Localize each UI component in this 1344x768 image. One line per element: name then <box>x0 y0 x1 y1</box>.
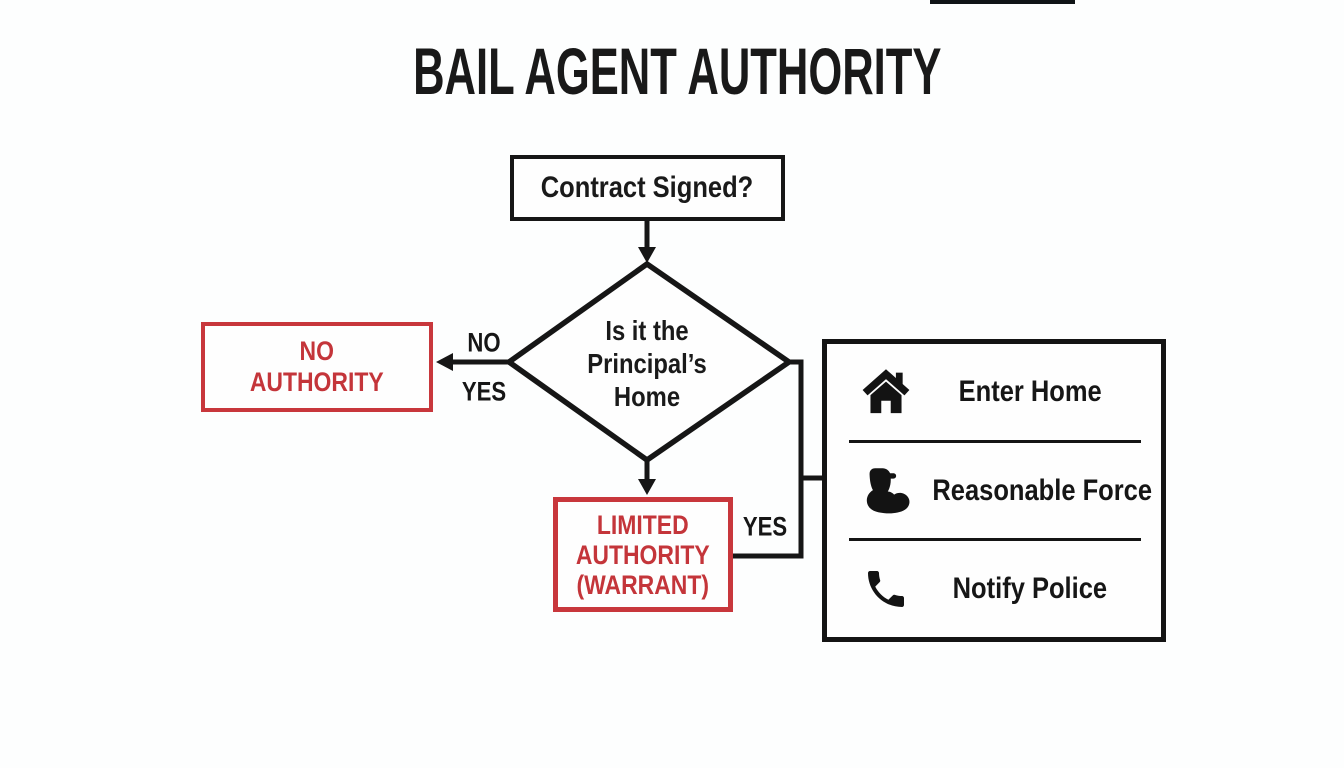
page-title: BAIL AGENT AUTHORITY <box>0 36 1344 106</box>
node-no-authority: NO AUTHORITY <box>201 322 433 412</box>
edge-yes-connector <box>733 359 804 559</box>
arrowhead-down-2 <box>638 479 656 495</box>
panel-label-enter-home: Enter Home <box>958 374 1102 408</box>
decision-line-3: Home <box>613 381 681 412</box>
home-icon <box>859 365 913 419</box>
page-title-text: BAIL AGENT AUTHORITY <box>412 34 942 108</box>
edge-label-yes-right: YES <box>742 511 788 542</box>
panel-row-enter-home: Enter Home <box>827 344 1161 440</box>
bicep-icon <box>859 464 913 518</box>
panel-separator <box>849 439 1141 443</box>
panel-row-reasonable-force: Reasonable Force <box>827 443 1161 539</box>
panel-row-notify-police: Notify Police <box>827 541 1161 637</box>
edge-label-yes-left: YES <box>461 376 507 407</box>
arrowhead-left <box>436 353 453 371</box>
decision-label: Is it the Principal’s Home <box>545 314 749 413</box>
edge-label-no: NO <box>467 327 501 358</box>
panel-label-notify-police: Notify Police <box>952 572 1108 606</box>
node-contract-label: Contract Signed? <box>541 171 754 204</box>
node-limited-authority: LIMITED AUTHORITY (WARRANT) <box>553 497 733 612</box>
panel-label-reasonable-force: Reasonable Force <box>932 473 1153 507</box>
top-edge-artifact <box>930 0 1075 4</box>
node-contract-signed: Contract Signed? <box>510 155 785 221</box>
authority-panel: Enter Home Reasonable Force Notify Polic… <box>822 339 1166 642</box>
node-limited-authority-label: LIMITED AUTHORITY (WARRANT) <box>576 509 710 600</box>
node-no-authority-label: NO AUTHORITY <box>250 336 384 397</box>
phone-icon <box>859 562 913 616</box>
decision-line-2: Principal’s <box>587 348 707 379</box>
arrowhead-down-1 <box>638 247 656 263</box>
panel-separator <box>849 538 1141 542</box>
decision-line-1: Is it the <box>605 315 689 346</box>
